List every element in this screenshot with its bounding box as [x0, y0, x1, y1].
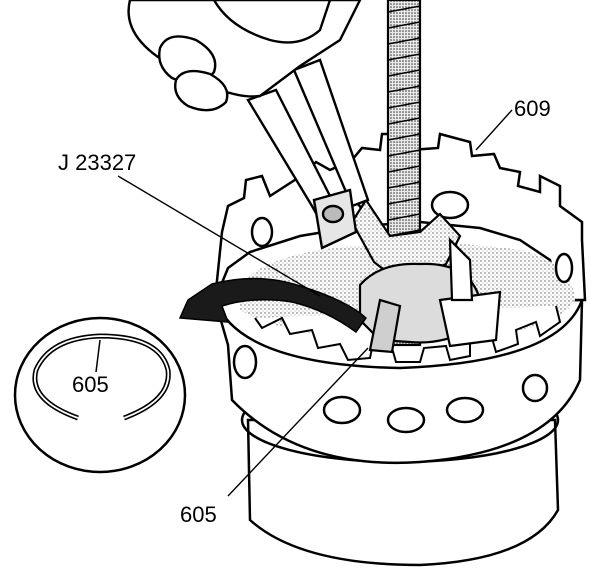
- drum-hole: [250, 216, 274, 248]
- drum-top-rim-front: [213, 299, 584, 370]
- label-609: 609: [514, 96, 551, 121]
- drum-hole: [521, 373, 549, 403]
- drum-hole: [430, 190, 470, 220]
- inset-circle: [13, 316, 187, 474]
- drum-hole: [445, 396, 485, 424]
- hand-with-pliers: [127, 0, 370, 250]
- pliers-pivot: [321, 204, 345, 224]
- callouts: [117, 109, 513, 497]
- pliers-handle: [292, 58, 370, 208]
- hand-thumb: [212, 0, 332, 44]
- drum-hole: [232, 344, 258, 380]
- label-605-inset: 605: [72, 372, 109, 397]
- leader-line-tool: [117, 175, 321, 297]
- compressor-leg: [438, 290, 502, 348]
- leader-line-ring: [227, 347, 369, 497]
- drum-hole: [386, 406, 426, 434]
- leader-line: [95, 339, 101, 373]
- drum-hole: [322, 395, 362, 425]
- compressor-tool: [350, 0, 502, 354]
- drum-hole: [554, 252, 574, 284]
- leader-line-housing: [475, 109, 513, 151]
- hand-finger: [174, 69, 229, 112]
- snap-ring-inset: 605: [13, 316, 187, 474]
- compressor-leg: [368, 298, 402, 354]
- curved-arrow-icon: [178, 277, 367, 334]
- label-j23327: J 23327: [58, 150, 136, 175]
- label-605-main: 605: [180, 502, 217, 527]
- compressor-leg: [448, 237, 474, 302]
